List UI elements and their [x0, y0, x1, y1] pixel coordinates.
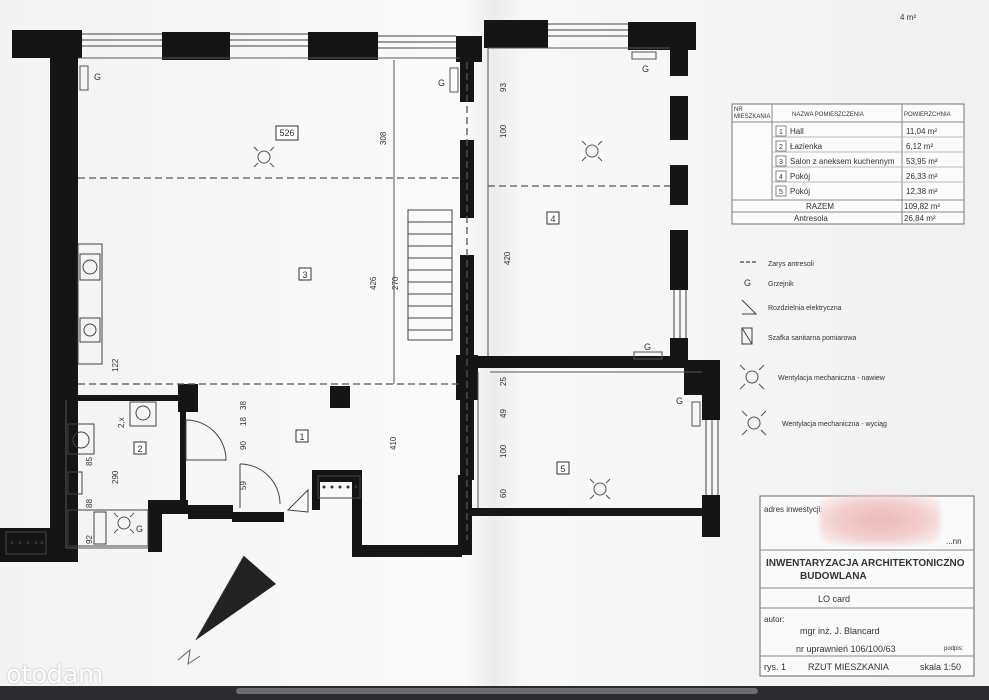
title-block-author: mgr inż. J. Blancard — [800, 626, 880, 636]
title-block-sign-label: podpis: — [944, 646, 964, 652]
title-block: adres inwestycji: ...nn INWENTARYZACJA A… — [759, 495, 975, 677]
room-labels: 526 3 4 1 2 5 — [133, 125, 570, 475]
legend: Zarys antresoli G Grzejnik Rozdzielnia e… — [739, 261, 887, 436]
table-header-nr: NR — [734, 107, 743, 113]
dimension-88: 88 — [85, 499, 94, 508]
table-row-area: 12,38 m² — [906, 187, 938, 196]
dimension-2x: 2,x — [117, 417, 126, 428]
dimension-85: 85 — [85, 457, 94, 466]
title-block-author-label: autor: — [764, 615, 784, 624]
mezzanine-outline — [78, 62, 670, 540]
legend-szafka: Szafka sanitarna pomiarowa — [768, 335, 856, 342]
g-marker: G — [136, 524, 143, 534]
table-row-name: Salon z aneksem kuchennym — [790, 157, 895, 166]
table-mezzanine-area: 26,84 m² — [904, 214, 936, 223]
dimension-49: 49 — [499, 409, 508, 418]
title-block-project: LO card — [818, 594, 850, 604]
table-total-area: 109,82 m² — [904, 202, 940, 211]
windows — [82, 23, 719, 495]
title-block-scale: skala 1:50 — [920, 662, 961, 672]
watermark-logo: otodam — [6, 660, 103, 690]
dimension-426: 426 — [369, 276, 378, 290]
radiators — [79, 51, 701, 427]
room-label-1: 1 — [299, 432, 304, 442]
dimension-100-room5: 100 — [499, 444, 508, 458]
legend-grzejnik-symbol: G — [744, 278, 751, 288]
table-row-nr: 4 — [779, 174, 783, 181]
table-row-name: Łazienka — [790, 142, 823, 151]
dimension-290: 290 — [111, 470, 120, 484]
dimension-90: 90 — [239, 441, 248, 450]
redaction-blur — [820, 495, 940, 545]
title-block-title-line1: INWENTARYZACJA ARCHITEKTONICZNO — [766, 558, 965, 569]
table-header-pow: POWIERZCHNIA — [904, 112, 951, 118]
dimension-122: 122 — [111, 358, 120, 372]
table-row-nr: 3 — [779, 159, 783, 166]
radiator-markers: G G G G G G — [94, 64, 683, 534]
dimensions: 308 426 270 410 420 93 100 122 38 18 90 … — [85, 83, 512, 544]
title-block-fig: rys. 1 — [764, 662, 786, 672]
image-scrollbar[interactable] — [236, 688, 758, 694]
room-area-table: NR MIESZKANIA NAZWA POMIESZCZENIA POWIER… — [731, 103, 965, 225]
room-label-2: 2 — [137, 444, 142, 454]
dimension-38: 38 — [239, 401, 248, 410]
dimension-18: 18 — [239, 417, 248, 426]
title-block-address-partial: ...nn — [946, 537, 962, 546]
dimension-270: 270 — [391, 276, 400, 290]
room-label-3: 3 — [302, 270, 307, 280]
table-row-name: Pokój — [790, 172, 810, 181]
room-label-5: 5 — [560, 464, 565, 474]
title-block-drawing-name: RZUT MIESZKANIA — [808, 662, 889, 672]
dimension-93: 93 — [499, 83, 508, 92]
title-block-title-line2: BUDOWLANA — [800, 571, 867, 582]
table-row-area: 53,95 m² — [906, 157, 938, 166]
table-mezzanine-label: Antresola — [794, 214, 828, 223]
legend-grzejnik: Grzejnik — [768, 281, 794, 288]
g-marker: G — [94, 72, 101, 82]
dimension-420: 420 — [503, 251, 512, 265]
table-row-nr: 2 — [779, 144, 783, 151]
dimension-60: 60 — [499, 489, 508, 498]
dimension-92: 92 — [85, 535, 94, 544]
dimension-100: 100 — [499, 124, 508, 138]
table-header-nazwa: NAZWA POMIESZCZENIA — [792, 112, 864, 118]
corner-note: 4 m² — [900, 13, 916, 22]
dimension-25: 25 — [499, 377, 508, 386]
legend-wyciag: Wentylacja mechaniczna - wyciąg — [782, 421, 887, 428]
legend-nawiew: Wentylacja mechaniczna - nawiew — [778, 375, 886, 382]
g-marker: G — [676, 396, 683, 406]
table-row-nr: 5 — [779, 189, 783, 196]
g-marker: G — [644, 342, 651, 352]
fixture-dots — [10, 485, 358, 545]
fixtures — [5, 243, 361, 555]
table-row-nr: 1 — [779, 129, 783, 136]
table-row-name: Hall — [790, 127, 804, 136]
g-marker: G — [438, 78, 445, 88]
table-row-area: 26,33 m² — [906, 172, 938, 181]
table-row-area: 11,04 m² — [906, 127, 937, 136]
legend-rozdzielnia: Rozdzielnia elektryczna — [768, 305, 842, 312]
table-total-label: RAZEM — [806, 202, 834, 211]
north-arrow — [177, 555, 276, 666]
room-label-4: 4 — [550, 214, 555, 224]
interior-lines — [65, 47, 702, 549]
g-marker: G — [642, 64, 649, 74]
title-block-license: nr uprawnień 106/100/63 — [796, 644, 896, 654]
dimension-308: 308 — [379, 131, 388, 145]
legend-zarys: Zarys antresoli — [768, 261, 814, 268]
dimension-59: 59 — [239, 481, 248, 490]
walls — [0, 20, 720, 562]
dimension-410: 410 — [389, 436, 398, 450]
table-row-area: 6,12 m² — [906, 142, 933, 151]
table-header-mieszkania: MIESZKANIA — [734, 114, 770, 120]
title-block-address-label: adres inwestycji: — [764, 505, 823, 514]
staircase — [407, 209, 453, 341]
table-row-name: Pokój — [790, 187, 810, 196]
ventilation-symbols — [113, 140, 611, 534]
room-label-526: 526 — [279, 128, 294, 138]
